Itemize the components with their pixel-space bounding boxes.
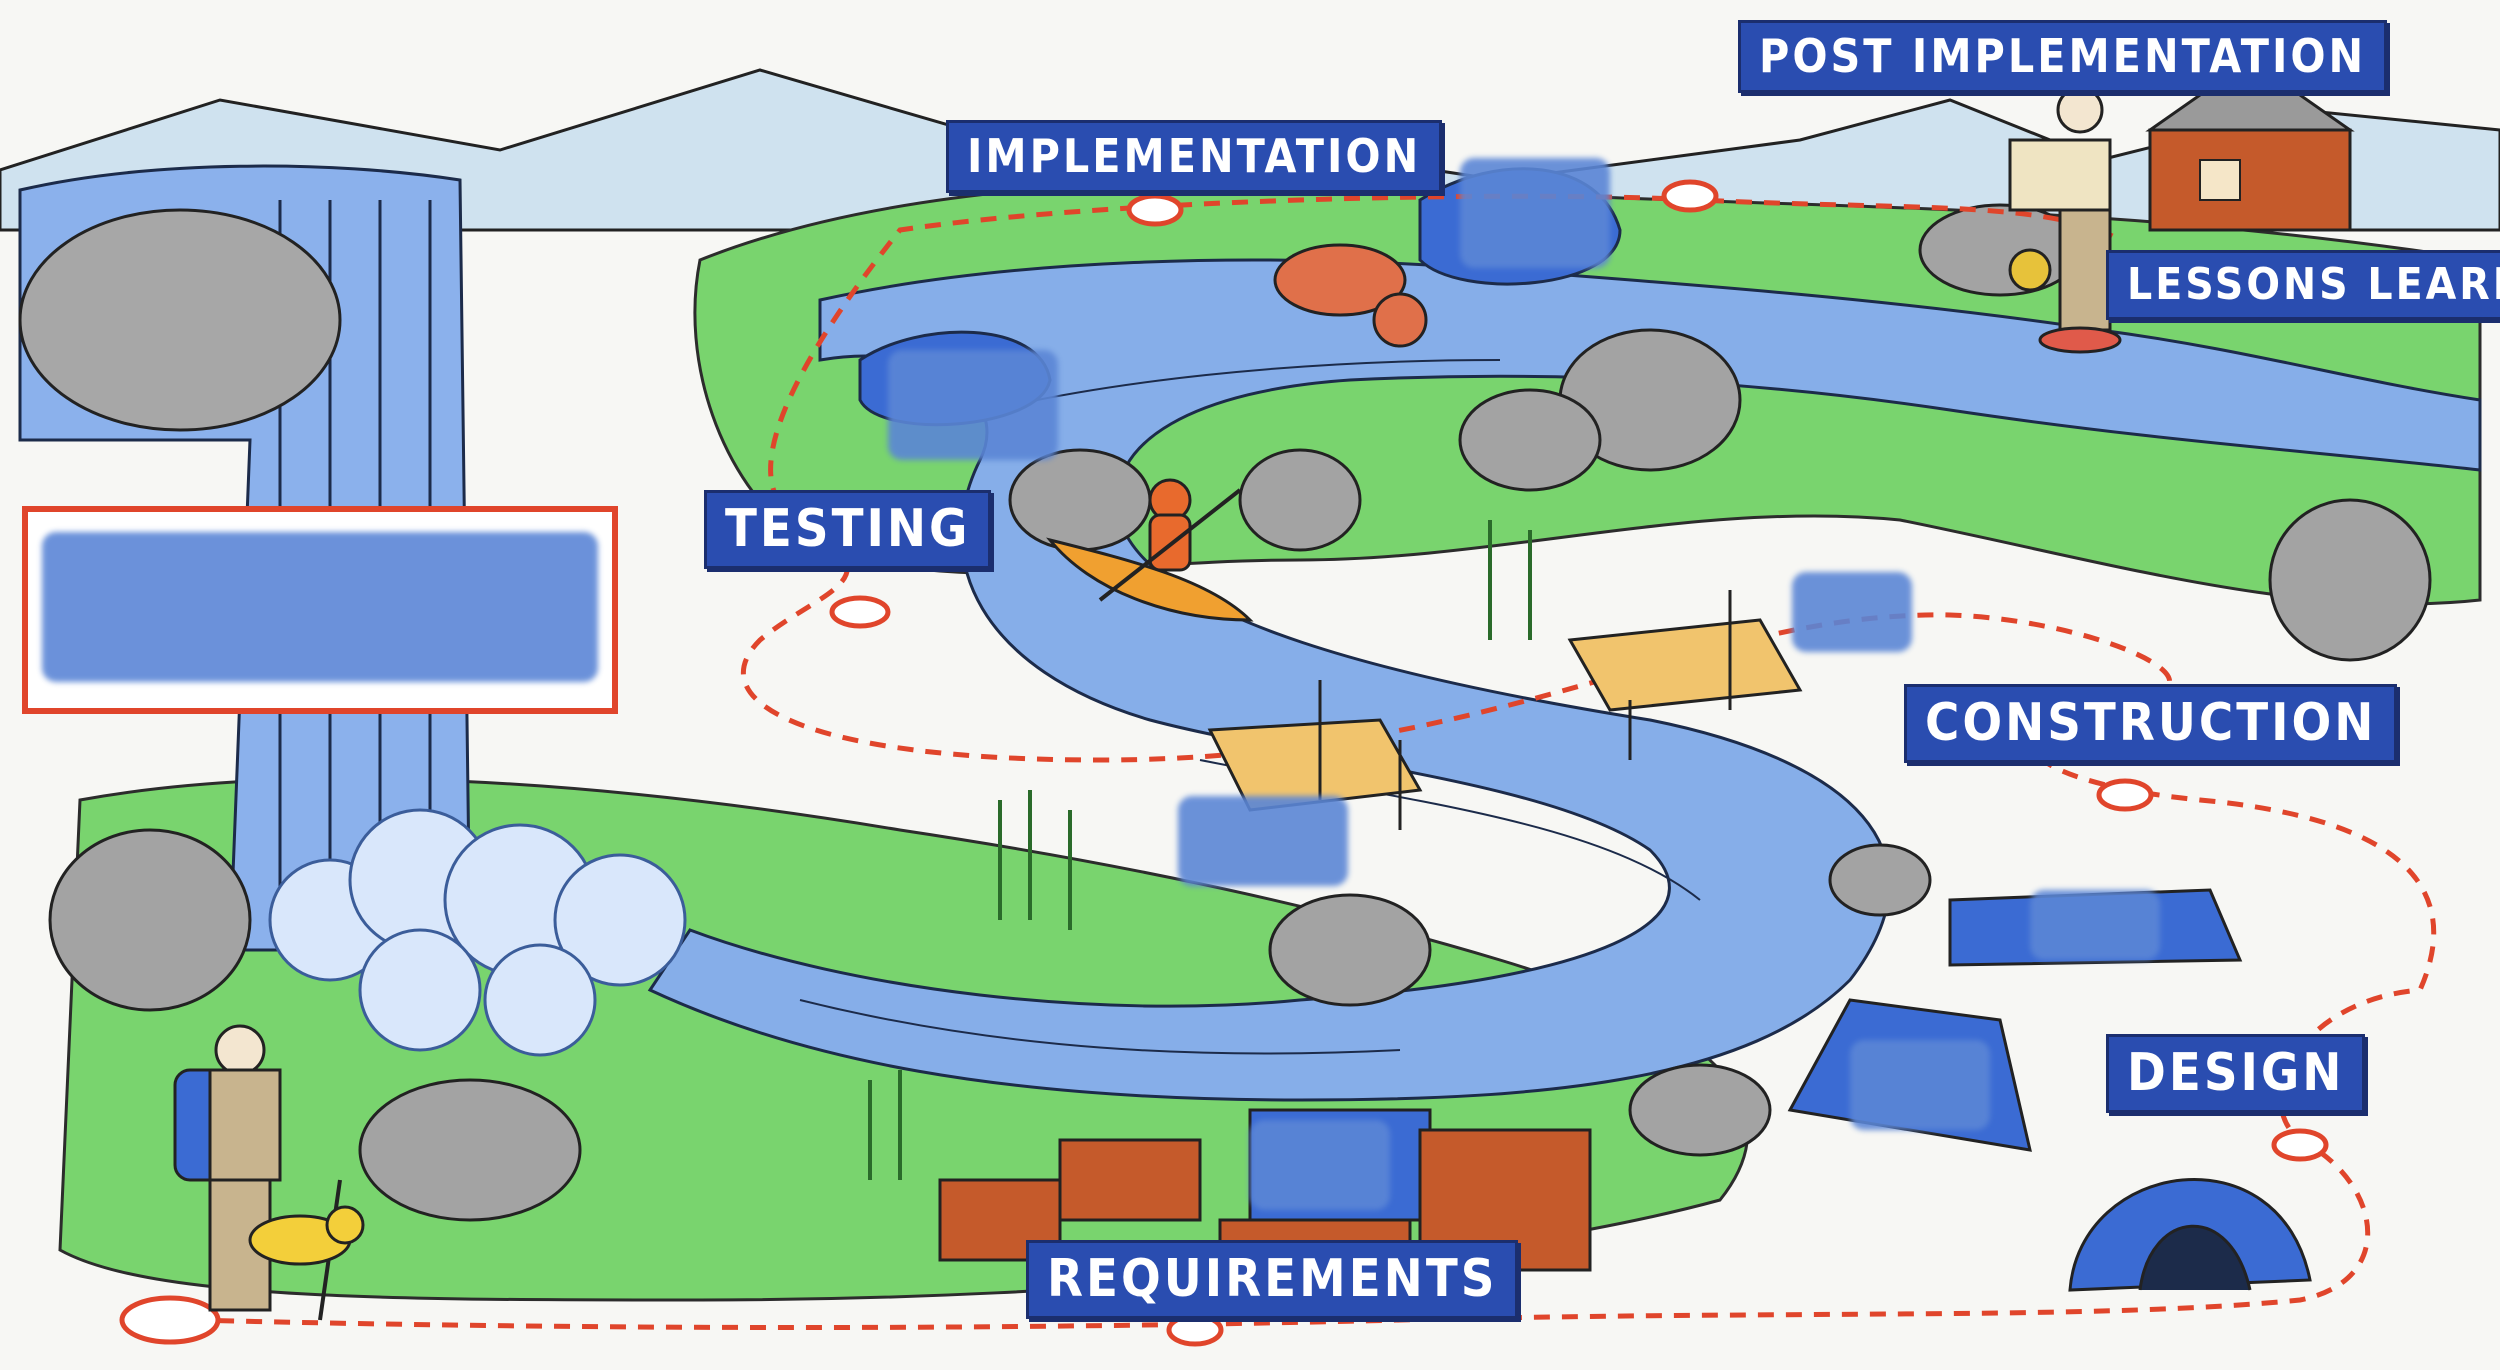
- route-waypoints: [119, 179, 2329, 1347]
- dome-tent-icon: [2068, 1178, 2312, 1292]
- kayak-icon: [1046, 478, 1254, 622]
- stage-label-testing: TESTING: [704, 490, 992, 570]
- stage-label-construction: CONSTRUCTION: [1904, 684, 2398, 764]
- stage-label-implementation: IMPLEMENTATION: [946, 120, 1443, 193]
- redacted-box-5: [2030, 890, 2160, 960]
- reeds: [868, 520, 1532, 1180]
- map-icon: [2008, 86, 2122, 354]
- dog-icon: [248, 1205, 365, 1266]
- rocks: [48, 203, 2432, 1222]
- stage-label-post-implementation: POST IMPLEMENTATION: [1738, 20, 2388, 93]
- redacted-title-box: [22, 506, 618, 714]
- bear-icon: [1273, 243, 1428, 348]
- mist: [268, 808, 687, 1057]
- redacted-box-1: [1460, 158, 1610, 268]
- redacted-box-7: [1250, 1120, 1390, 1210]
- cabin-icon: [2145, 58, 2355, 232]
- redacted-box-4: [1178, 796, 1348, 886]
- stage-label-design: DESIGN: [2106, 1034, 2366, 1114]
- hiker-icon: [173, 1024, 342, 1321]
- redacted-box-3: [1792, 572, 1912, 652]
- stage-label-requirements: REQUIREMENTS: [1026, 1240, 1519, 1320]
- bridge-icon: [1207, 590, 1803, 830]
- redacted-box-6: [1850, 1040, 1990, 1130]
- stage-label-lessons-learned: LESSONS LEARNED: [2106, 250, 2500, 321]
- redacted-box-2: [888, 350, 1058, 460]
